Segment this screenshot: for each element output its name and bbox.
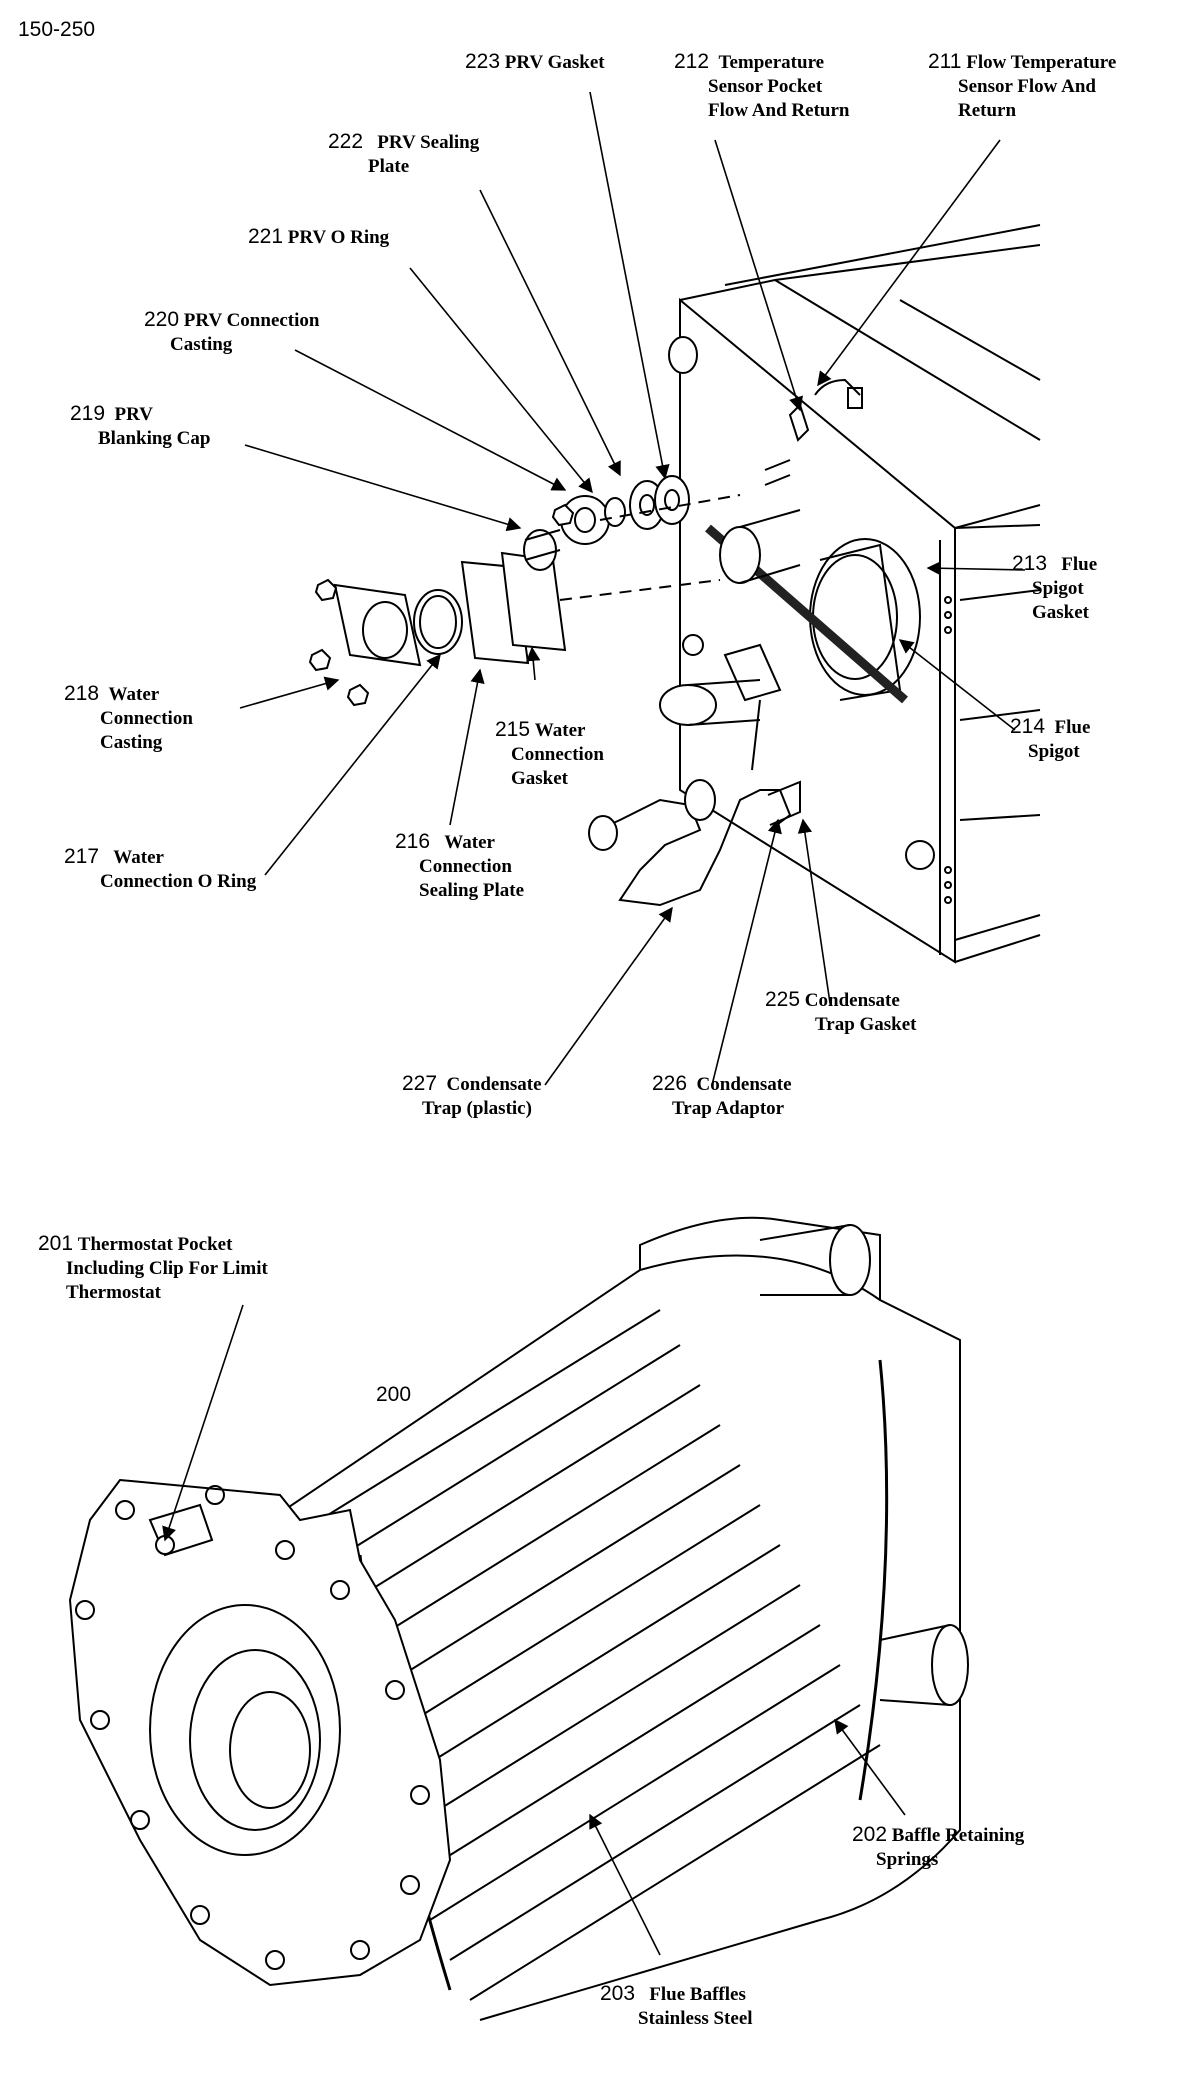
heat-exchanger <box>68 1216 969 2021</box>
label-222: 222 PRV Sealing Plate <box>328 130 480 177</box>
alignment-dashes <box>559 494 741 601</box>
label-221: 221 PRV O Ring <box>248 225 390 248</box>
page-id: 150-250 <box>18 18 96 41</box>
label-225: 225 Condensate Trap Gasket <box>765 988 917 1035</box>
label-202: 202 Baffle Retaining Springs <box>852 1823 1025 1870</box>
label-216: 216 Water Connection Sealing Plate <box>395 830 525 901</box>
label-223: 223 PRV Gasket <box>465 50 605 73</box>
label-227: 227 Condensate Trap (plastic) <box>402 1072 542 1119</box>
leader-lines-lower <box>162 1304 906 1956</box>
label-213: 213 Flue Spigot Gasket <box>1012 552 1098 623</box>
label-218: 218 Water Connection Casting <box>64 682 193 753</box>
label-203: 203 Flue Baffles Stainless Steel <box>600 1982 753 2029</box>
label-214: 214 Flue Spigot <box>1010 715 1091 762</box>
boiler-casing <box>588 224 1041 964</box>
label-220: 220 PRV Connection Casting <box>144 308 320 355</box>
label-211: 211 Flow Temperature Sensor Flow And Ret… <box>928 50 1117 121</box>
label-201: 201 Thermostat Pocket Including Clip For… <box>38 1232 268 1303</box>
exploded-small-parts <box>308 475 690 707</box>
label-226: 226 Condensate Trap Adaptor <box>652 1072 792 1119</box>
label-212: 212 Temperature Sensor Pocket Flow And R… <box>674 50 850 121</box>
label-215: 215 Water Connection Gasket <box>495 718 604 789</box>
label-217: 217 Water Connection O Ring <box>64 845 257 892</box>
label-219: 219 PRV Blanking Cap <box>70 402 211 449</box>
label-200: 200 <box>376 1383 412 1406</box>
leader-lines-upper <box>239 91 1026 1086</box>
